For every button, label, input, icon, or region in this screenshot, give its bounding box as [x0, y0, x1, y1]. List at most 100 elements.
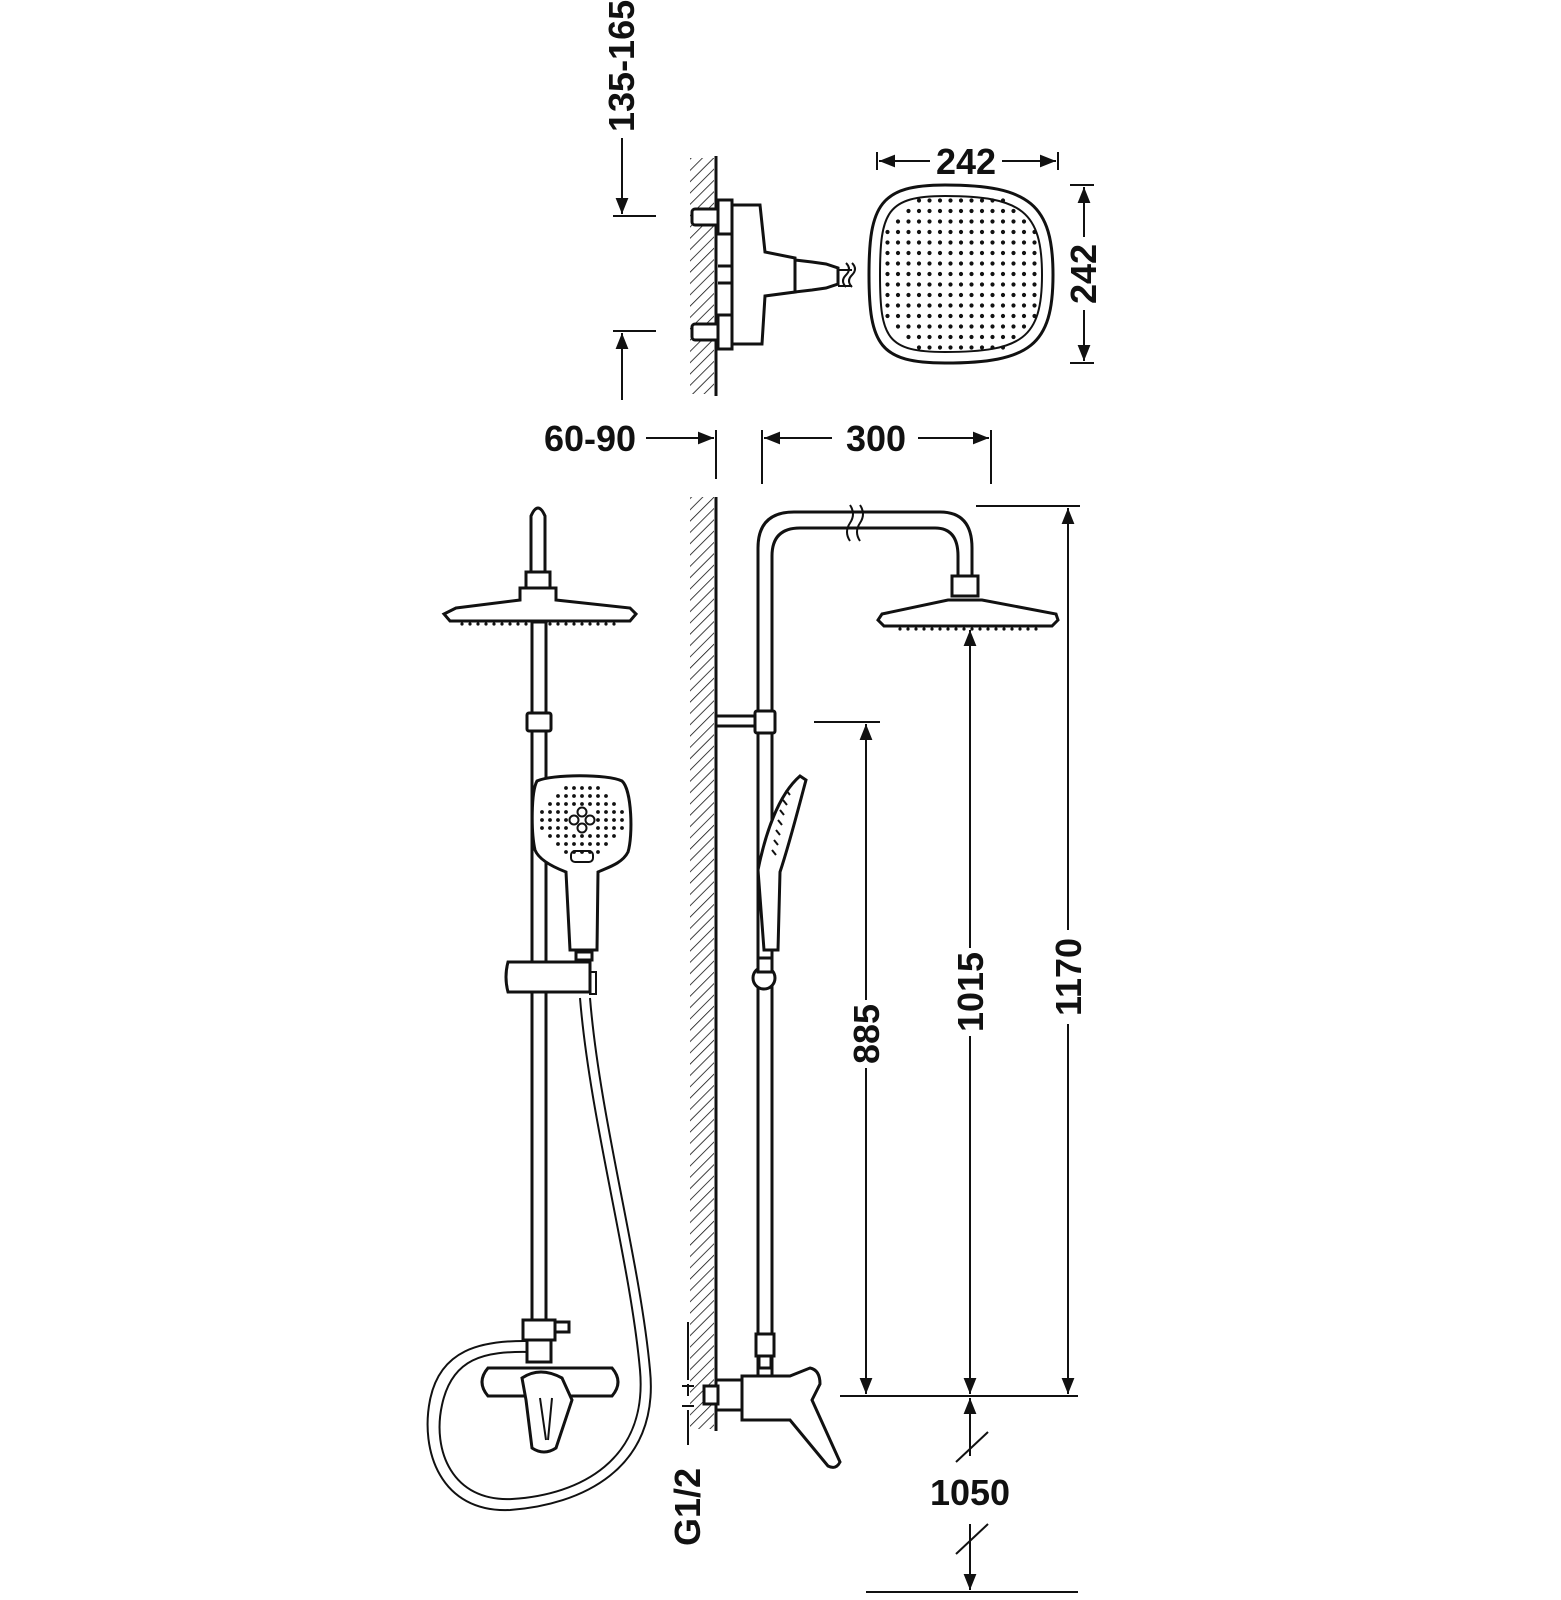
nozzle-dot	[885, 229, 890, 235]
nozzle-dot	[885, 240, 890, 245]
nozzle-dot	[580, 802, 584, 806]
nozzle-dot	[958, 208, 964, 214]
nozzle-dot	[1011, 240, 1016, 245]
side-head-nozzles	[898, 627, 1038, 631]
nozzle-dot	[1000, 198, 1006, 203]
nozzle-dot	[1021, 219, 1027, 224]
nozzle-dot	[1011, 313, 1016, 319]
nozzle-dot	[990, 240, 995, 245]
nozzle-dot	[1032, 271, 1037, 277]
nozzle-dot	[958, 250, 964, 256]
nozzle-dot	[916, 313, 922, 319]
nozzle-dot	[604, 826, 608, 830]
nozzle-dot	[492, 622, 496, 626]
nozzle-dot	[927, 292, 932, 298]
nozzle-dot	[922, 627, 926, 631]
nozzle-dot	[946, 627, 950, 631]
nozzle-dot	[1000, 313, 1006, 319]
nozzle-dot	[1021, 303, 1027, 308]
nozzle-dot	[916, 229, 922, 235]
nozzle-dot	[460, 622, 464, 626]
nozzle-dot	[885, 261, 890, 266]
nozzle-dot	[564, 842, 568, 846]
nozzle-dot	[895, 250, 901, 256]
nozzle-dot	[476, 622, 480, 626]
nozzle-dot	[572, 794, 576, 798]
shower-head-nozzles	[885, 198, 1037, 350]
nozzle-dot	[1021, 240, 1027, 245]
nozzle-dot	[969, 219, 974, 224]
nozzle-dot	[927, 345, 932, 350]
nozzle-dot	[572, 842, 576, 846]
nozzle-dot	[572, 622, 576, 626]
nozzle-dot	[588, 802, 592, 806]
nozzle-dot	[927, 198, 932, 203]
nozzle-dot	[1018, 627, 1022, 631]
nozzle-dot	[948, 219, 953, 224]
nozzle-dot	[612, 826, 616, 830]
nozzle-dot	[540, 818, 544, 822]
nozzle-dot	[969, 208, 974, 214]
nozzle-ring	[576, 806, 588, 818]
top-view: 135-165 242	[601, 0, 1104, 400]
nozzle-dot	[1011, 261, 1016, 266]
nozzle-dot	[895, 324, 901, 329]
nozzle-dot	[596, 826, 600, 830]
nozzle-dot	[895, 313, 901, 319]
nozzle-dot	[540, 826, 544, 830]
nozzle-dot	[916, 282, 922, 287]
nozzle-dot	[948, 240, 953, 245]
nozzle-dot	[572, 834, 576, 838]
nozzle-dot	[979, 261, 985, 266]
nozzle-dot	[958, 345, 964, 350]
nozzle-dot	[948, 198, 953, 203]
nozzle-dot	[948, 208, 953, 214]
nozzle-dot	[612, 834, 616, 838]
nozzle-dot	[898, 627, 902, 631]
nozzle-dot	[916, 250, 922, 256]
nozzle-dot	[979, 250, 985, 256]
nozzle-dot	[906, 271, 911, 277]
nozzle-dot	[916, 261, 922, 266]
dim-inlet-thread: G1/2	[667, 1468, 708, 1546]
nozzle-dot	[580, 842, 584, 846]
nozzle-dot	[948, 229, 953, 235]
nozzle-dot	[937, 345, 943, 350]
nozzle-dot	[916, 303, 922, 308]
nozzle-dot	[990, 261, 995, 266]
nozzle-dot	[604, 810, 608, 814]
nozzle-dot	[580, 622, 584, 626]
nozzle-dot	[556, 834, 560, 838]
nozzle-dot	[564, 794, 568, 798]
nozzle-dot	[979, 324, 985, 329]
nozzle-dot	[927, 271, 932, 277]
nozzle-dot	[916, 219, 922, 224]
nozzle-dot	[958, 219, 964, 224]
nozzle-dot	[962, 627, 966, 631]
nozzle-dot	[596, 842, 600, 846]
nozzle-dot	[979, 345, 985, 350]
nozzle-dot	[979, 240, 985, 245]
nozzle-dot	[969, 198, 974, 203]
nozzle-dot	[990, 282, 995, 287]
dim-head-height: 1015	[950, 952, 991, 1032]
nozzle-dot	[906, 627, 910, 631]
nozzle-dot	[969, 324, 974, 329]
nozzle-dot	[937, 324, 943, 329]
nozzle-dot	[596, 850, 600, 854]
nozzle-dot	[906, 229, 911, 235]
nozzle-dot	[958, 324, 964, 329]
nozzle-dot	[906, 324, 911, 329]
nozzle-dot	[1021, 292, 1027, 298]
nozzle-dot	[958, 271, 964, 277]
nozzle-dot	[580, 794, 584, 798]
nozzle-dot	[1032, 292, 1037, 298]
nozzle-dot	[990, 334, 995, 340]
nozzle-dot	[990, 345, 995, 350]
nozzle-dot	[604, 794, 608, 798]
nozzle-dot	[468, 622, 472, 626]
nozzle-dot	[556, 826, 560, 830]
nozzle-dot	[1000, 240, 1006, 245]
nozzle-dot	[556, 818, 560, 822]
nozzle-dot	[990, 324, 995, 329]
